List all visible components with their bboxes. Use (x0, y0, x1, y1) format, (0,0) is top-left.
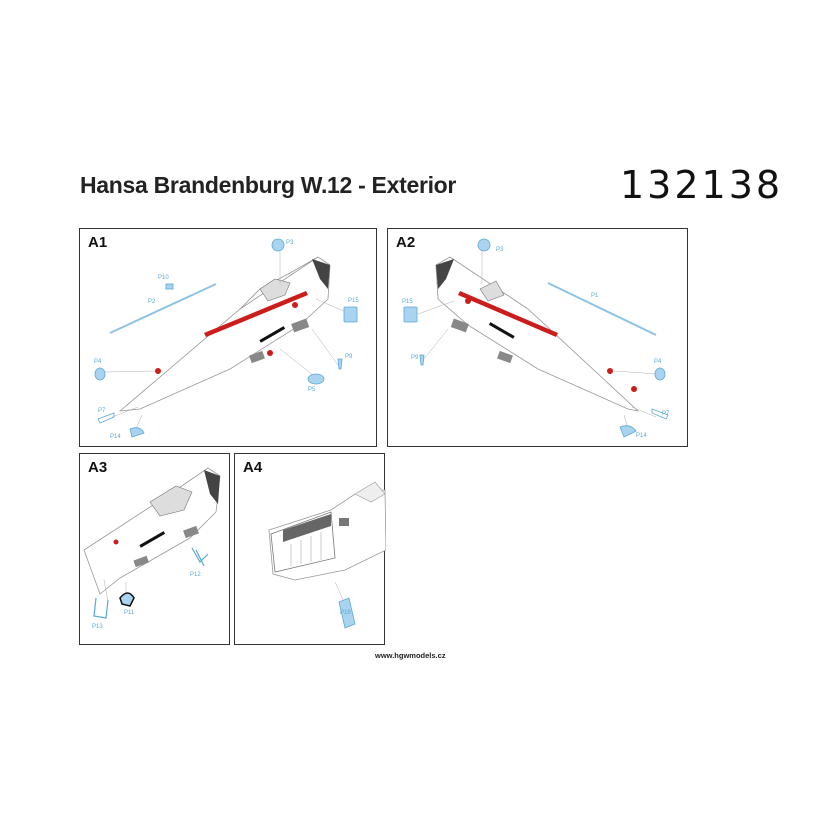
a3-part-p12 (191, 547, 209, 567)
panel-a1-label: A1 (88, 234, 108, 251)
a1-black-bar (259, 326, 286, 343)
a2-red-dot (631, 386, 637, 392)
panel-a4: P16 A4 (234, 453, 386, 645)
panel-a3: P12 P11 P13 A3 (79, 453, 230, 645)
a3-part-p13 (93, 597, 109, 619)
a2-label-p9: P9 (411, 355, 419, 361)
product-code: 132138 (620, 163, 784, 207)
a2-part-p9 (419, 354, 425, 366)
a3-label-p11: P11 (124, 610, 135, 616)
panel-a4-label: A4 (243, 459, 263, 476)
a2-label-p4: P4 (654, 359, 662, 365)
a2-cowling (436, 259, 454, 289)
a1-label-p5: P5 (308, 387, 316, 393)
a1-part-p9 (337, 358, 343, 370)
a2-label-p1: P1 (591, 293, 599, 299)
panel-a2-label: A2 (396, 234, 416, 251)
a1-red-dot (267, 350, 273, 356)
a1-strut (109, 283, 217, 334)
panel-a3-label: A3 (88, 459, 108, 476)
a2-label-p14: P14 (636, 433, 647, 439)
a3-red-dot (113, 539, 119, 545)
a1-label-p4: P4 (94, 359, 102, 365)
a1-part-p10 (165, 283, 174, 290)
a1-fuselage (118, 256, 331, 412)
a3-label-p13: P13 (92, 624, 103, 630)
a1-part-p15 (343, 306, 358, 323)
a1-label-p2: P2 (148, 299, 156, 305)
a1-hatch (249, 350, 265, 364)
a2-red-dot (607, 368, 613, 374)
a1-red-stripe (204, 291, 308, 337)
a2-strut (547, 282, 657, 336)
website-link[interactable]: www.hgwmodels.cz (375, 651, 446, 660)
a3-drawing: P12 P11 P13 (83, 467, 221, 630)
a2-part-p14 (619, 425, 637, 438)
a1-red-dot (155, 368, 161, 374)
a1-part-p4 (94, 367, 106, 381)
a3-hatch (133, 555, 149, 568)
a1-label-p14: P14 (110, 434, 121, 440)
a2-fuselage (435, 256, 640, 412)
a1-label-p15: P15 (348, 298, 359, 304)
a1-label-p7: P7 (98, 408, 106, 414)
a1-label-p9: P9 (345, 354, 353, 360)
a2-label-p15: P15 (402, 299, 413, 305)
a1-label-p10: P10 (158, 275, 169, 281)
a2-label-p3: P3 (496, 247, 504, 253)
a2-hatch (450, 318, 469, 333)
a4-part-p16 (338, 597, 356, 629)
a2-part-p15 (403, 306, 418, 323)
a1-part-p7 (97, 412, 115, 424)
a2-label-p7: P7 (662, 411, 670, 417)
a3-cowling (204, 470, 220, 504)
a2-red-stripe (458, 291, 558, 337)
a2-red-dot (465, 298, 471, 304)
a4-drawing: P16 (268, 481, 386, 629)
a1-cowling (312, 259, 330, 289)
a4-label-p16: P16 (340, 610, 351, 616)
a3-label-p12: P12 (190, 572, 201, 578)
a2-part-p3 (477, 238, 491, 252)
a1-label-p3: P3 (286, 240, 294, 246)
a2-black-bar (488, 322, 515, 339)
a3-part-p11 (119, 592, 135, 607)
a1-part-p14 (129, 427, 145, 438)
a4-radiator (283, 514, 331, 542)
a1-drawing: P3 P10 P2 P15 P4 P9 P5 P7 P14 (94, 238, 359, 440)
a1-hatch (291, 318, 310, 333)
a2-drawing: P3 P15 P1 P9 P4 P7 P14 (402, 238, 670, 439)
panel-a2: P3 P15 P1 P9 P4 P7 P14 A2 (387, 228, 688, 447)
panel-a1: P3 P10 P2 P15 P4 P9 P5 P7 P14 A1 (79, 228, 377, 447)
sheet-title: Hansa Brandenburg W.12 - Exterior (80, 172, 457, 198)
a1-red-dot (292, 302, 298, 308)
a3-hatch (183, 525, 199, 539)
a1-part-p3 (271, 238, 285, 252)
a1-part-p5 (307, 373, 325, 385)
a2-part-p4 (654, 367, 666, 381)
a2-hatch (497, 350, 513, 364)
a4-hatch (339, 518, 349, 526)
a2-part-p7 (651, 408, 669, 420)
a3-black-bar (139, 531, 166, 548)
